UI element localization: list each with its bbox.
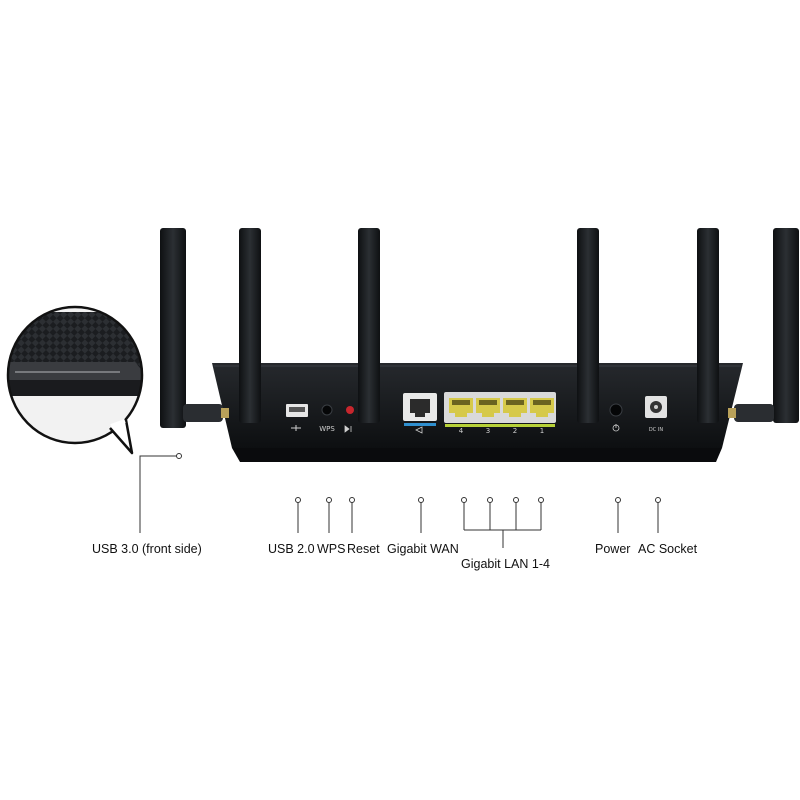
label-ac-socket: AC Socket [638,542,698,556]
leader-lines [139,453,661,548]
right-antenna-connector [728,404,774,422]
lan-mark-1: 1 [540,427,544,435]
lan-mark-4: 4 [459,427,464,435]
label-usb3-front: USB 3.0 (front side) [92,542,202,556]
antenna-4 [577,228,599,423]
power-button [609,403,623,432]
wan-port [403,393,437,434]
antenna-2 [239,228,261,423]
antenna-group [160,228,799,428]
lan-mark-2: 2 [513,427,517,435]
ac-socket: DC IN [645,396,667,433]
leader-lan [463,500,542,548]
label-usb2: USB 2.0 [268,542,315,556]
lan-port-1 [530,398,554,417]
leader-usb3 [139,455,179,533]
lan-port-2 [503,398,527,417]
label-wps: WPS [317,542,346,556]
antenna-3 [358,228,380,423]
antenna-6 [773,228,799,423]
wps-button [321,404,333,416]
lan-mark-3: 3 [486,427,490,435]
antenna-5 [697,228,719,423]
antenna-1 [160,228,186,428]
left-antenna-connector [183,404,229,422]
wps-panel-mark: WPS [319,425,335,433]
label-lan: Gigabit LAN 1-4 [461,557,550,571]
lan-port-4 [449,398,473,417]
label-wan: Gigabit WAN [387,542,459,556]
lan-port-3 [476,398,500,417]
label-power: Power [595,542,631,556]
label-reset: Reset [347,542,380,556]
dc-in-mark: DC IN [649,427,663,433]
usb3-detail-bubble [6,305,144,455]
reset-button [346,406,354,414]
router-base [232,448,722,462]
usb2-port [286,404,308,431]
lan-port-block: 4 3 2 1 [444,392,556,435]
